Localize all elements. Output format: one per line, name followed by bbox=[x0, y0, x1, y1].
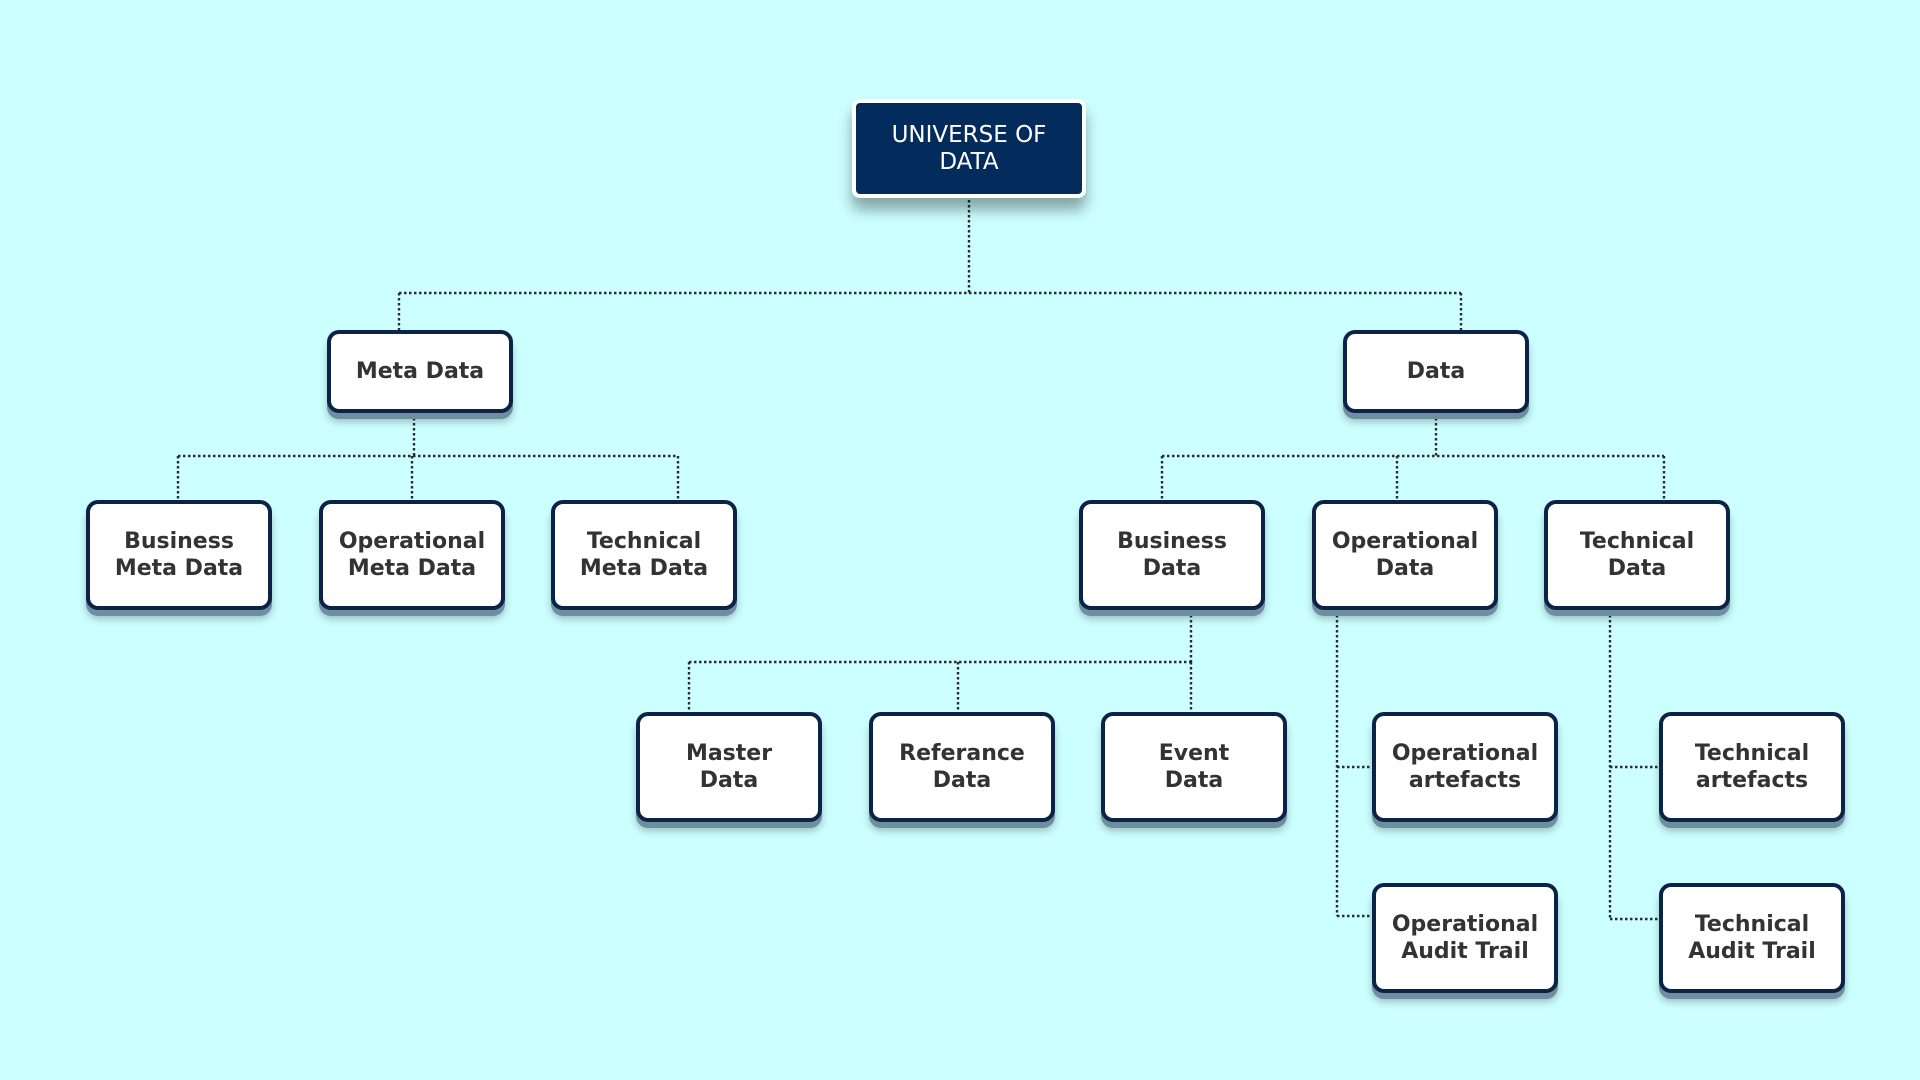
node-event-data: Event Data bbox=[1101, 712, 1287, 822]
node-business-meta-data: Business Meta Data bbox=[86, 500, 272, 610]
node-technical-data: Technical Data bbox=[1544, 500, 1730, 610]
node-operational-meta-data: Operational Meta Data bbox=[319, 500, 505, 610]
node-technical-meta-data: Technical Meta Data bbox=[551, 500, 737, 610]
node-meta-data: Meta Data bbox=[327, 330, 513, 413]
node-master-data: Master Data bbox=[636, 712, 822, 822]
node-data: Data bbox=[1343, 330, 1529, 413]
node-technical-audit-trail: Technical Audit Trail bbox=[1659, 883, 1845, 993]
node-business-data: Business Data bbox=[1079, 500, 1265, 610]
node-operational-audit-trail: Operational Audit Trail bbox=[1372, 883, 1558, 993]
node-referance-data: Referance Data bbox=[869, 712, 1055, 822]
node-operational-data: Operational Data bbox=[1312, 500, 1498, 610]
node-technical-artefacts: Technical artefacts bbox=[1659, 712, 1845, 822]
root-node-universe-of-data: UNIVERSE OF DATA bbox=[852, 99, 1086, 198]
node-operational-artefacts: Operational artefacts bbox=[1372, 712, 1558, 822]
